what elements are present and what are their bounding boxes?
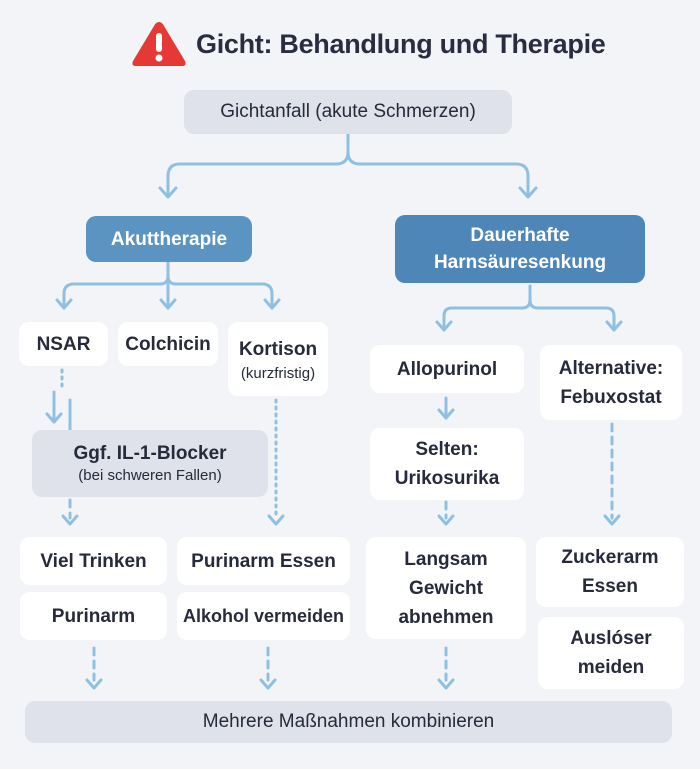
gewicht-line1: Langsam: [404, 548, 488, 570]
footer-node: Mehrere Maßnahmen kombinieren: [25, 701, 672, 743]
arrowhead: [45, 412, 63, 424]
arrowhead: [263, 298, 281, 310]
ausloeser-line1: Auslóser: [570, 628, 652, 649]
connector-root: [166, 132, 350, 198]
arrowhead: [518, 186, 538, 199]
arrowhead: [159, 298, 177, 310]
purinarm-node: Purinarm: [20, 592, 167, 640]
purinarm-label: Purinarm: [51, 605, 136, 627]
arrowhead: [259, 678, 277, 690]
febuxostat-node: Alternative: Febuxostat: [540, 345, 682, 420]
diagram-title: Gicht: Behandlung und Therapie: [130, 14, 606, 74]
alkohol-label: Alkohol vermeiden: [182, 605, 345, 626]
arrowhead: [55, 298, 73, 310]
allopurinol-label: Allopurinol: [396, 358, 498, 380]
ausloeser-line2: meiden: [577, 657, 645, 678]
longterm-line2: Harnsäuresenkung: [433, 252, 607, 273]
title-text: Gicht: Behandlung und Therapie: [196, 28, 606, 59]
connector-acute-right: [166, 274, 274, 310]
arrowhead: [437, 514, 455, 526]
longterm-line1: Dauerhafte: [470, 225, 570, 246]
ausloeser-node: Auslóser meiden: [538, 617, 684, 689]
kortison-node: Kortison (kurzfristig): [228, 322, 328, 396]
arrowhead: [85, 678, 103, 690]
zuckerarm-line1: Zuckerarm: [561, 547, 659, 568]
il1-label: Ggf. IL-1-Blocker: [73, 443, 227, 464]
arrowhead: [435, 320, 453, 332]
root-node: Gichtanfall (akute Schmerzen): [184, 90, 512, 134]
nsar-node: NSAR: [19, 322, 108, 366]
acute-therapy-label: Akuttherapie: [110, 228, 228, 250]
connector-acute: [62, 260, 170, 310]
urikosurika-line1: Selten:: [415, 439, 479, 460]
longterm-node: Dauerhafte Harnsäuresenkung: [395, 215, 645, 283]
il1-sub: (bei schweren Fallen): [78, 467, 222, 484]
colchicin-label: Colchicin: [125, 333, 211, 355]
nsar-label: NSAR: [36, 333, 91, 355]
arrowhead: [158, 186, 178, 199]
febuxostat-line1: Alternative:: [558, 357, 664, 379]
root-label: Gichtanfall (akute Schmerzen): [220, 101, 476, 122]
arrowhead: [61, 514, 79, 526]
arrowhead: [605, 320, 623, 332]
connector-longterm: [442, 284, 532, 332]
gewicht-node: Langsam Gewicht abnehmen: [366, 537, 526, 639]
gewicht-line3: abnehmen: [398, 606, 494, 628]
urikosurika-line2: Urikosurika: [394, 468, 500, 489]
arrowhead: [437, 678, 455, 690]
alkohol-node: Alkohol vermeiden: [177, 592, 350, 640]
il1-blocker-node: Ggf. IL-1-Blocker (bei schweren Fallen): [32, 430, 268, 497]
allopurinol-node: Allopurinol: [370, 345, 524, 393]
warning-icon: [132, 22, 186, 66]
viel-trinken-label: Viel Trinken: [40, 550, 147, 572]
gewicht-line2: Gewicht: [409, 577, 483, 599]
purinarm-essen-label: Purinarm Essen: [191, 550, 336, 572]
zuckerarm-node: Zuckerarm Essen: [536, 537, 684, 607]
febuxostat-line2: Febuxostat: [560, 386, 662, 408]
zuckerarm-line2: Essen: [582, 576, 638, 597]
viel-trinken-node: Viel Trinken: [20, 537, 167, 585]
urikosurika-node: Selten: Urikosurika: [370, 428, 524, 500]
arrowhead: [267, 514, 285, 526]
connector-longterm-right: [528, 298, 616, 332]
kortison-label: Kortison: [238, 338, 318, 360]
arrowhead: [603, 514, 621, 526]
footer-label: Mehrere Maßnahmen kombinieren: [202, 711, 495, 732]
purinarm-essen-node: Purinarm Essen: [177, 537, 350, 585]
kortison-sub: (kurzfristig): [240, 364, 316, 382]
colchicin-node: Colchicin: [118, 322, 218, 366]
arrowhead: [437, 408, 455, 420]
acute-therapy-node: Akuttherapie: [86, 216, 252, 262]
connector-root-right: [346, 150, 530, 198]
